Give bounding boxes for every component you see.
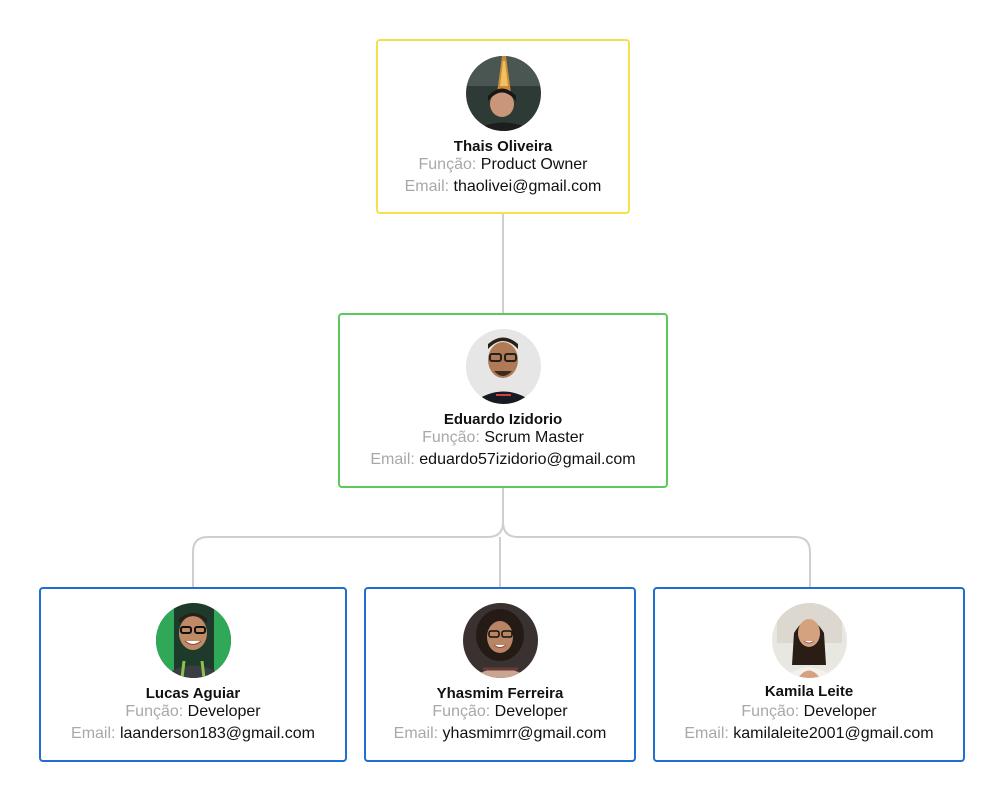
connector-master-devs	[192, 487, 811, 588]
role-value: Product Owner	[480, 156, 588, 173]
email-label: Email:	[370, 451, 415, 468]
role-value: Developer	[187, 703, 261, 720]
email-label: Email:	[71, 725, 116, 742]
card-product-owner[interactable]: Thais Oliveira Função: Product Owner Ema…	[376, 39, 630, 214]
role-row: Função: Developer	[655, 702, 963, 722]
email-row: Email: kamilaleite2001@gmail.com	[655, 724, 963, 744]
person-name: Kamila Leite	[764, 683, 854, 700]
card-developer-lucas[interactable]: Lucas Aguiar Função: Developer Email: la…	[39, 587, 347, 762]
person-name: Lucas Aguiar	[145, 685, 241, 702]
email-row: Email: thaolivei@gmail.com	[378, 177, 628, 197]
role-row: Função: Product Owner	[378, 155, 628, 175]
role-value: Developer	[803, 703, 877, 720]
avatar-lucas	[155, 603, 231, 678]
email-row: Email: laanderson183@gmail.com	[41, 724, 345, 744]
email-label: Email:	[393, 725, 439, 742]
role-label: Função:	[741, 703, 800, 720]
avatar-eduardo	[465, 329, 541, 404]
card-developer-kamila[interactable]: Kamila Leite Função: Developer Email: ka…	[653, 587, 965, 762]
person-name: Eduardo Izidorio	[443, 411, 563, 428]
email-row: Email: yhasmimrr@gmail.com	[366, 724, 634, 744]
role-row: Função: Developer	[41, 702, 345, 722]
avatar-thais	[465, 56, 541, 131]
role-label: Função:	[418, 156, 477, 173]
email-row: Email: eduardo57izidorio@gmail.com	[340, 450, 666, 470]
person-name: Thais Oliveira	[453, 138, 553, 155]
email-label: Email:	[404, 178, 450, 195]
role-row: Função: Developer	[366, 702, 634, 722]
role-value: Scrum Master	[484, 429, 584, 446]
person-name: Yhasmim Ferreira	[436, 685, 564, 702]
email-value[interactable]: yhasmimrr@gmail.com	[442, 725, 607, 742]
role-label: Função:	[125, 703, 184, 720]
email-value[interactable]: eduardo57izidorio@gmail.com	[419, 451, 636, 468]
email-value[interactable]: thaolivei@gmail.com	[453, 178, 602, 195]
role-value: Developer	[494, 703, 568, 720]
email-value[interactable]: kamilaleite2001@gmail.com	[733, 725, 934, 742]
card-scrum-master[interactable]: Eduardo Izidorio Função: Scrum Master Em…	[338, 313, 668, 488]
email-label: Email:	[684, 725, 729, 742]
role-row: Função: Scrum Master	[340, 428, 666, 448]
role-label: Função:	[422, 429, 480, 446]
avatar-yhasmim	[462, 603, 538, 678]
role-label: Função:	[432, 703, 491, 720]
email-value[interactable]: laanderson183@gmail.com	[119, 725, 315, 742]
card-developer-yhasmim[interactable]: Yhasmim Ferreira Função: Developer Email…	[364, 587, 636, 762]
avatar-kamila	[771, 603, 847, 678]
